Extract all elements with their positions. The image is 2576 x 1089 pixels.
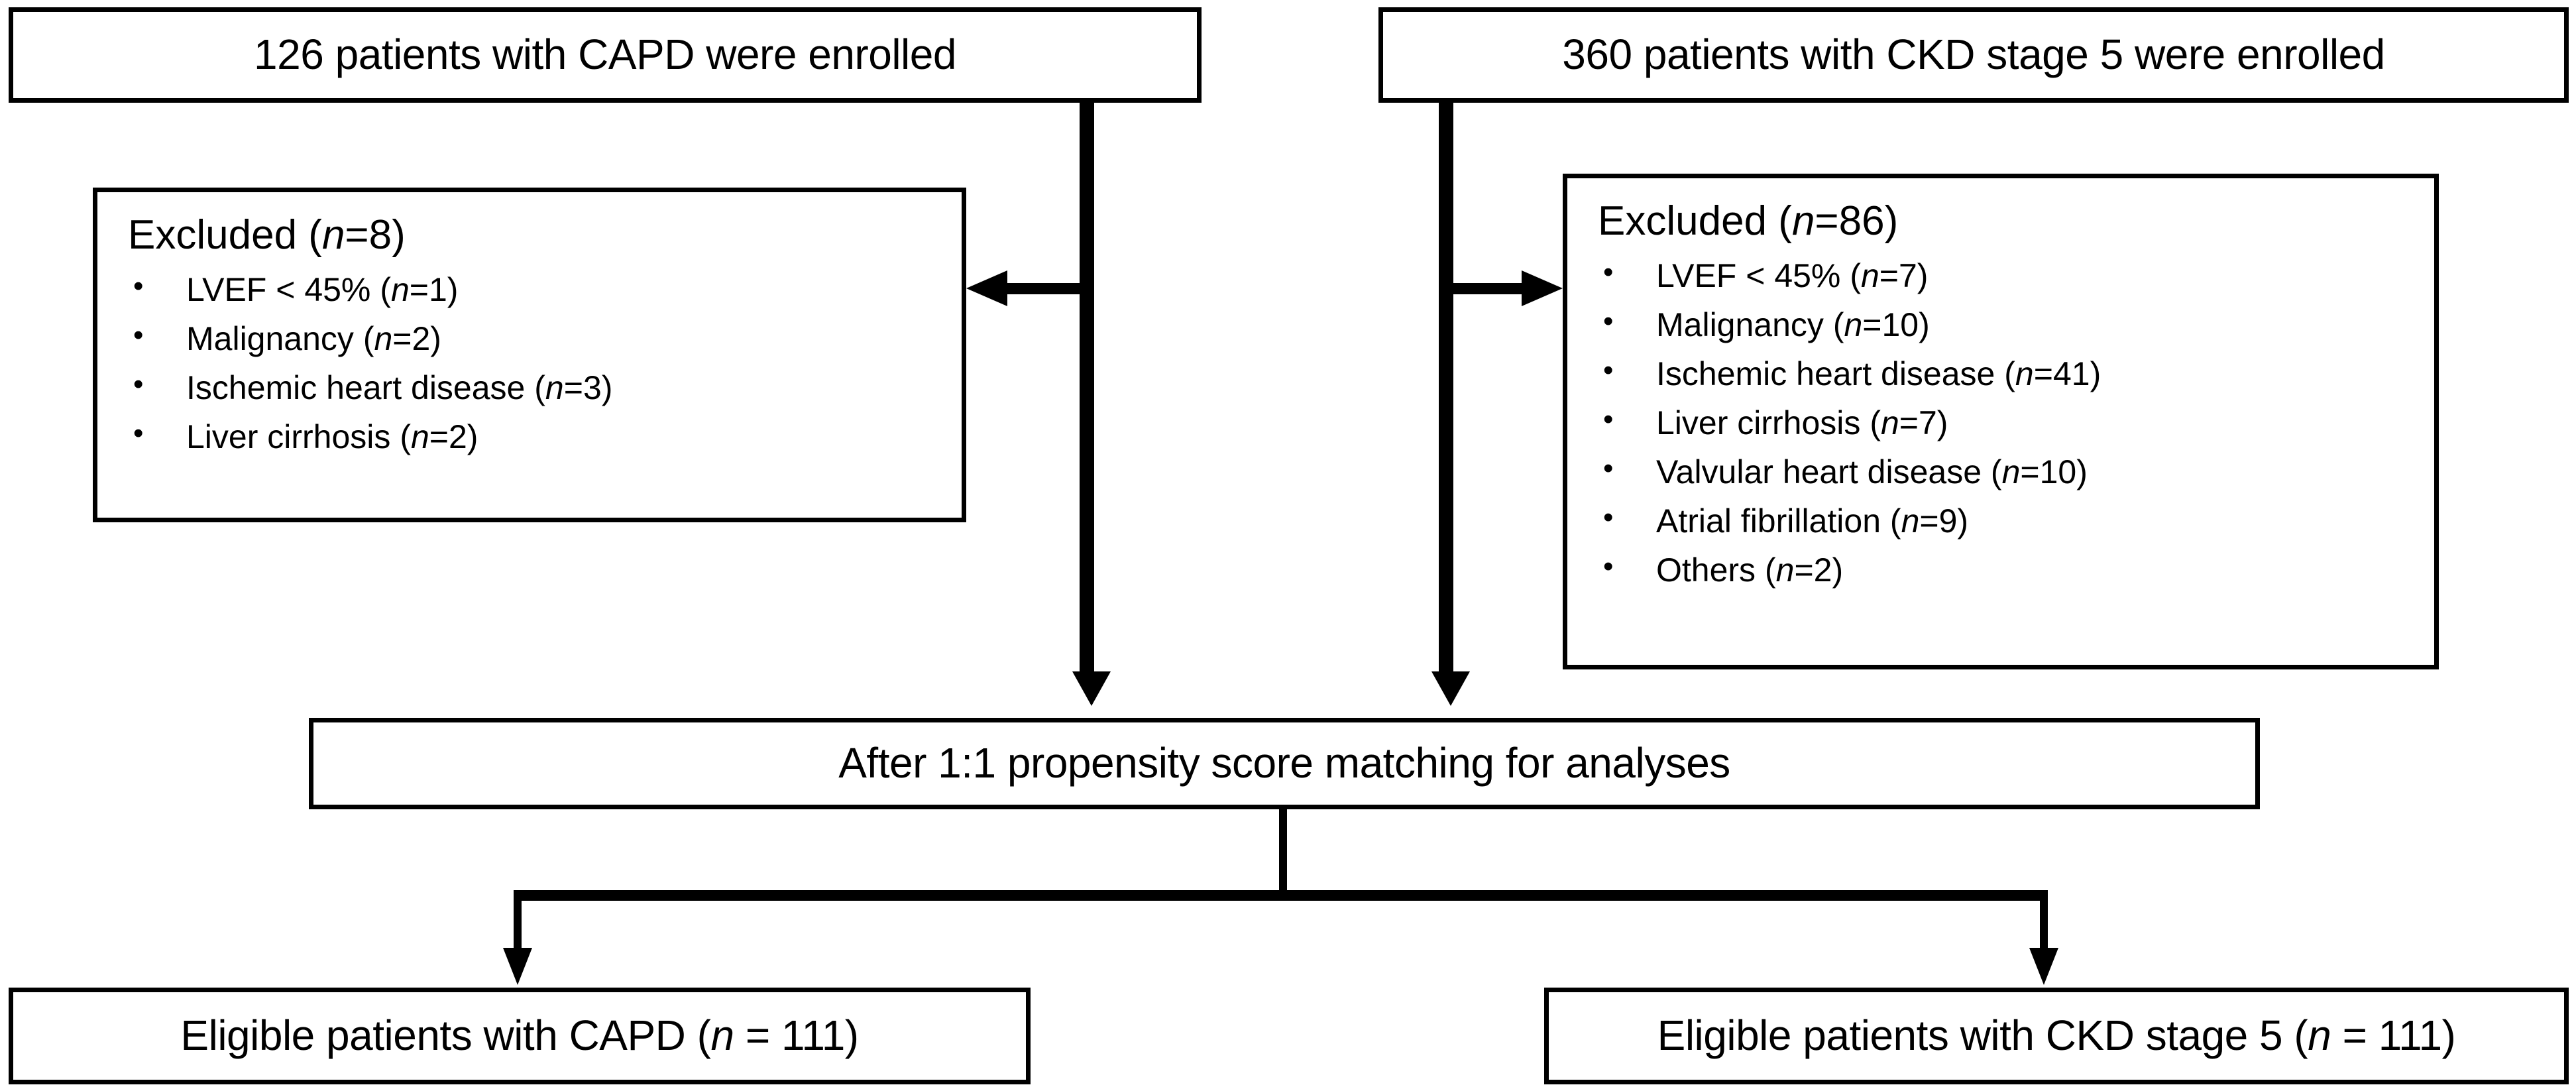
connector-vertical-capd [1080,103,1094,673]
exclusion-count: (n=1) [380,271,459,308]
exclusion-list-item: LVEF < 45% (n=1) [128,271,942,308]
exclusion-title-suffix: =86) [1815,198,1899,244]
exclusion-reason: Ischemic heart disease [186,369,526,406]
exclusion-list-item: Atrial fibrillation (n=9) [1598,502,2414,540]
arrowhead-left-exclusion-capd [966,270,1007,306]
exclusion-count: (n=41) [2004,355,2101,392]
exclusion-title-prefix: Excluded ( [1598,198,1792,244]
final-box-capd: Eligible patients with CAPD (n = 111) [9,988,1031,1084]
exclusion-title-ckd: Excluded (n=86) [1598,201,2414,242]
exclusion-count: (n=10) [1832,306,1930,343]
exclusion-count: (n=7) [1870,404,1948,441]
exclusion-count: (n=2) [400,418,478,455]
arrowhead-down-capd [1072,671,1111,706]
exclusion-count: (n=2) [1764,551,1844,589]
matching-box: After 1:1 propensity score matching for … [309,718,2260,809]
exclusion-list-item: Ischemic heart disease (n=41) [1598,355,2414,392]
exclusion-list-item: LVEF < 45% (n=7) [1598,257,2414,294]
connector-vertical-matching-stub [1279,809,1287,895]
final-label-capd: Eligible patients with CAPD (n = 111) [180,1011,859,1060]
exclusion-reason: Malignancy [186,320,354,357]
exclusion-reason: Atrial fibrillation [1656,502,1890,540]
exclusion-title-suffix: =8) [345,212,406,258]
exclusion-title-prefix: Excluded ( [128,212,322,258]
exclusion-count: (n=9) [1889,502,1969,540]
exclusion-reason: Liver cirrhosis [1656,404,1861,441]
exclusion-count: (n=3) [534,369,613,406]
exclusion-list-item: Malignancy (n=10) [1598,306,2414,343]
enrollment-label-ckd: 360 patients with CKD stage 5 were enrol… [1562,30,2385,79]
exclusion-list-item: Others (n=2) [1598,551,2414,589]
arrowhead-down-final-ckd [2029,948,2058,985]
exclusion-reason: Ischemic heart disease [1656,355,1995,392]
exclusion-list-item: Ischemic heart disease (n=3) [128,369,942,406]
exclusion-reason: Others [1656,551,1756,589]
exclusion-list-item: Liver cirrhosis (n=2) [128,418,942,455]
exclusion-list-item: Valvular heart disease (n=10) [1598,453,2414,490]
arrowhead-down-ckd [1431,671,1470,706]
exclusion-box-ckd: Excluded (n=86) LVEF < 45% (n=7) Maligna… [1563,174,2439,669]
arrowhead-right-exclusion-ckd [1522,270,1563,306]
exclusion-count: (n=10) [1990,453,2088,490]
connector-horizontal-exclusion-capd [1007,283,1087,294]
arrowhead-down-final-capd [503,948,532,985]
exclusion-reason: LVEF < 45% [186,271,371,308]
connector-vertical-final-ckd [2040,890,2048,960]
connector-vertical-final-capd [514,890,522,960]
enrollment-label-capd: 126 patients with CAPD were enrolled [254,30,956,79]
exclusion-reason: Liver cirrhosis [186,418,391,455]
exclusion-reason: Valvular heart disease [1656,453,1982,490]
connector-vertical-ckd [1439,103,1453,673]
exclusion-title-capd: Excluded (n=8) [128,215,942,256]
exclusion-list-item: Malignancy (n=2) [128,320,942,357]
exclusion-count: (n=7) [1850,257,1929,294]
final-box-ckd: Eligible patients with CKD stage 5 (n = … [1544,988,2569,1084]
connector-horizontal-exclusion-ckd [1446,283,1522,294]
exclusion-reason: Malignancy [1656,306,1824,343]
exclusion-title-n-symbol: n [321,212,345,258]
exclusion-list-ckd: LVEF < 45% (n=7) Malignancy (n=10) Ische… [1598,257,2414,589]
exclusion-box-capd: Excluded (n=8) LVEF < 45% (n=1) Malignan… [93,188,966,522]
exclusion-count: (n=2) [363,320,441,357]
connector-horizontal-split-bar [514,890,2048,901]
enrollment-box-ckd: 360 patients with CKD stage 5 were enrol… [1378,7,2569,103]
final-label-ckd: Eligible patients with CKD stage 5 (n = … [1657,1011,2456,1060]
exclusion-list-item: Liver cirrhosis (n=7) [1598,404,2414,441]
exclusion-reason: LVEF < 45% [1656,257,1841,294]
matching-label: After 1:1 propensity score matching for … [838,739,1730,787]
exclusion-list-capd: LVEF < 45% (n=1) Malignancy (n=2) Ischem… [128,271,942,455]
enrollment-box-capd: 126 patients with CAPD were enrolled [9,7,1202,103]
exclusion-title-n-symbol: n [1791,198,1815,244]
